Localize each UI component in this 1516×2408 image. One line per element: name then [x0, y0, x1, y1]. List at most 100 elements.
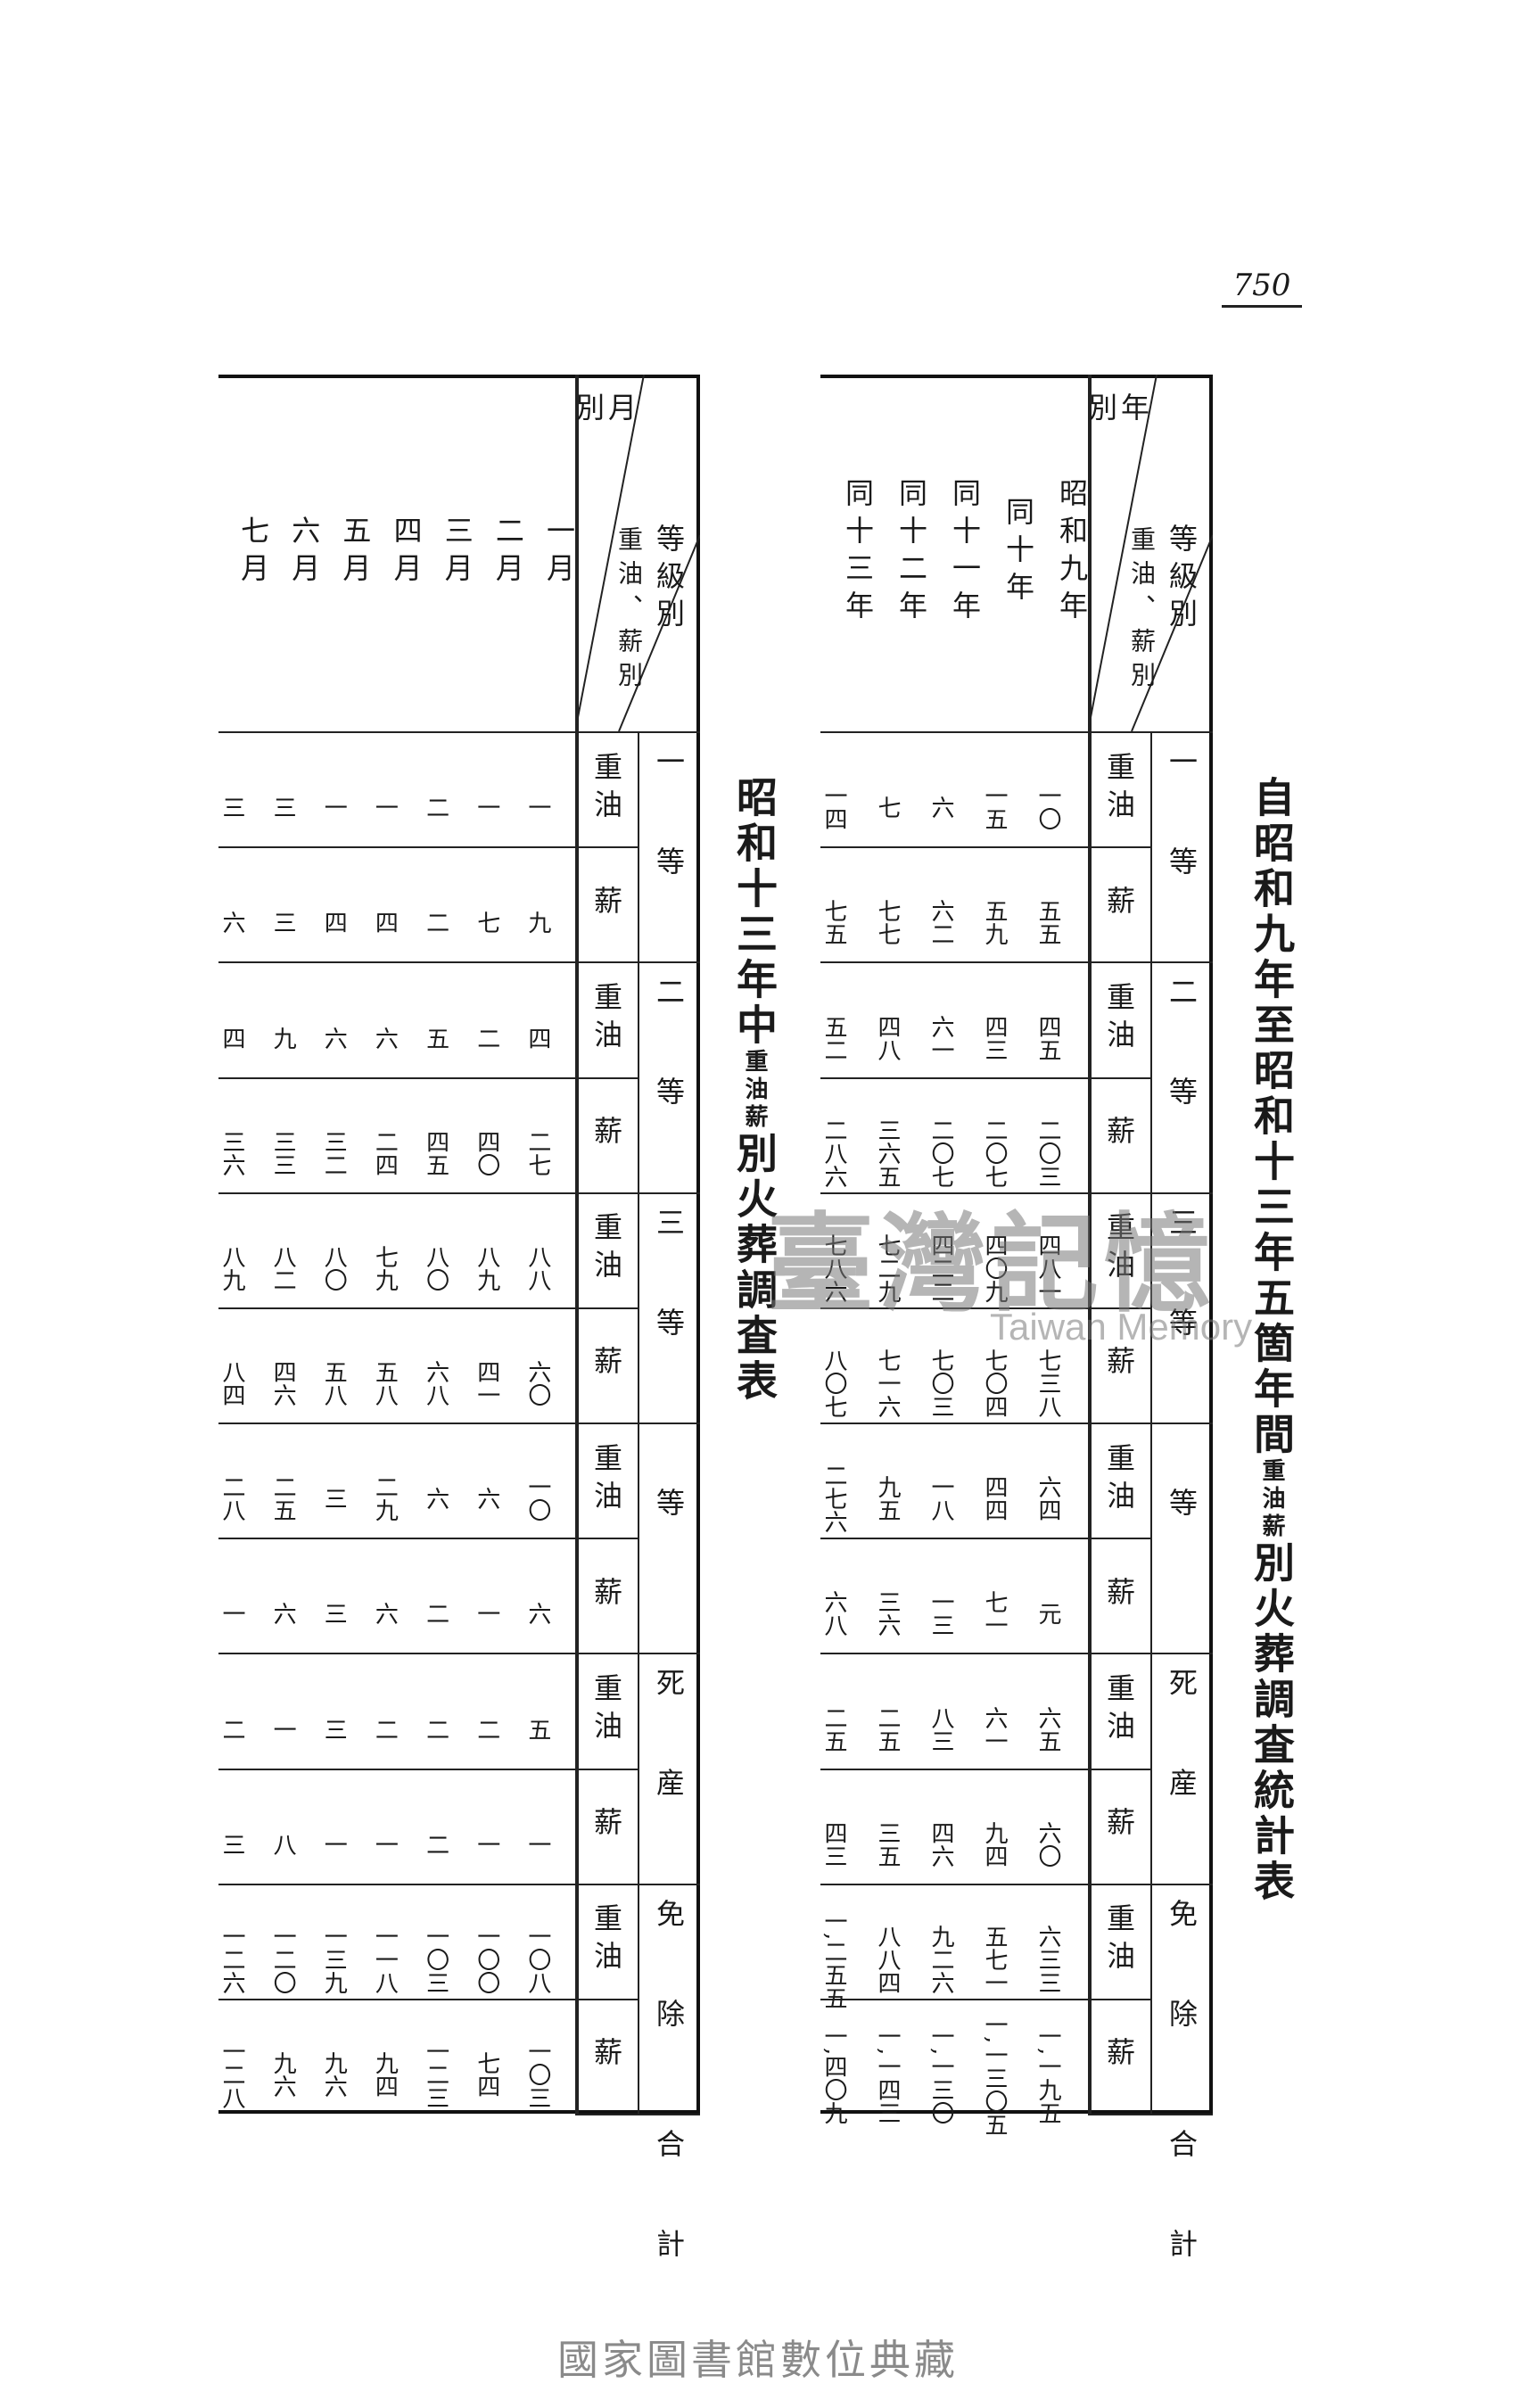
data-cell: 三六	[218, 1129, 245, 1176]
data-cell: 二	[422, 911, 449, 935]
data-cell: 一二六	[218, 1924, 245, 1994]
data-cell: 五八	[320, 1360, 348, 1407]
data-cell: 四二二	[927, 1233, 954, 1303]
row-separator	[218, 1998, 638, 2000]
header-separator	[575, 375, 579, 2114]
data-cell: 二〇七	[927, 1117, 954, 1188]
data-cell: 一	[320, 1832, 348, 1856]
data-cell: 三	[269, 796, 297, 820]
fuel-label-5: 薪	[589, 1346, 623, 1384]
row-separator	[820, 1192, 1150, 1194]
data-cell: 二	[473, 1717, 500, 1741]
data-cell: 四八一	[1034, 1233, 1061, 1303]
data-cell: 九	[269, 1026, 297, 1050]
data-cell: 八〇	[422, 1244, 449, 1291]
fuel-label-2: 重油	[1102, 981, 1136, 1057]
data-cell: 二七六	[820, 1464, 847, 1534]
data-cell: 八二	[269, 1244, 297, 1291]
row-separator	[218, 1423, 638, 1424]
data-cell: 七八六	[820, 1233, 847, 1303]
data-cell: 六三三	[1034, 1924, 1061, 1994]
grade-label-6: 合計	[652, 2129, 686, 2330]
sub-title: 昭和十三年中重油薪別火葬調査表	[730, 776, 779, 1405]
data-cell: 六一	[927, 1014, 954, 1061]
month-label-3: 四月	[389, 515, 424, 590]
data-cell: 一	[218, 1602, 245, 1626]
data-cell: 一	[371, 796, 399, 820]
data-cell: 五八	[371, 1360, 399, 1407]
data-cell: 九六	[269, 2051, 297, 2099]
fuel-label-0: 重油	[1102, 751, 1136, 827]
data-cell: 一	[523, 1832, 551, 1856]
data-cell: 六〇	[523, 1360, 551, 1407]
data-cell: 九四	[371, 2051, 399, 2099]
data-cell: 四	[523, 1026, 551, 1050]
data-cell: 一,一四三	[874, 2024, 901, 2125]
data-cell: 二	[422, 1832, 449, 1856]
data-cell: 三	[320, 1487, 348, 1511]
data-cell: 三	[218, 1832, 245, 1856]
data-cell: 九二六	[927, 1924, 954, 1994]
data-cell: 六	[320, 1026, 348, 1050]
fuel-label-3: 薪	[589, 1116, 623, 1154]
row-separator	[218, 1192, 638, 1194]
fuel-label-5: 薪	[1102, 1346, 1136, 1384]
data-cell: 七	[874, 796, 901, 820]
data-cell: 五二	[820, 1014, 847, 1061]
grade-separator	[1088, 1653, 1213, 1655]
data-cell: 七二九	[874, 1233, 901, 1303]
data-cell: 一	[269, 1717, 297, 1741]
data-cell: 二	[422, 1717, 449, 1741]
data-cell: 四〇九	[981, 1233, 1008, 1303]
data-cell: 九五	[874, 1475, 901, 1522]
monthly-statistics-table: 等級別重油、薪別月別一等二等三等等死産免除合計重油薪重油薪重油薪重油薪重油薪重油…	[218, 375, 700, 2329]
data-cell: 一〇	[1034, 784, 1061, 831]
fuel-label-6: 重油	[589, 1442, 623, 1518]
data-cell: 一	[473, 796, 500, 820]
data-cell: 六	[523, 1602, 551, 1626]
data-cell: 四三	[820, 1820, 847, 1868]
data-cell: 七九	[371, 1244, 399, 1291]
row-separator	[218, 1653, 638, 1655]
row-separator	[820, 1307, 1150, 1309]
data-cell: 二	[371, 1717, 399, 1741]
data-cell: 二八	[218, 1475, 245, 1522]
row-separator	[218, 1883, 638, 1885]
data-cell: 七〇三	[927, 1348, 954, 1419]
data-cell: 一二八	[218, 2040, 245, 2110]
row-separator	[820, 1998, 1150, 2000]
data-cell: 一〇	[523, 1475, 551, 1522]
data-cell: 一	[473, 1832, 500, 1856]
data-cell: 一一八	[371, 1924, 399, 1994]
data-cell: 一	[371, 1832, 399, 1856]
row-separator	[218, 1076, 638, 1079]
data-cell: 六	[218, 911, 245, 935]
data-cell: 二〇三	[1034, 1117, 1061, 1188]
grade-separator	[575, 961, 700, 964]
year-label-1: 同十年	[1001, 497, 1035, 609]
data-cell: 四一	[473, 1360, 500, 1407]
data-cell: 七五	[820, 899, 847, 946]
data-cell: 二四	[371, 1129, 399, 1176]
diagonal-line	[1131, 534, 1213, 731]
header-grade-label: 等級別	[652, 524, 686, 636]
header-diagonal-lines	[575, 375, 700, 731]
data-cell: 七一	[981, 1590, 1008, 1637]
data-cell: 六一	[981, 1705, 1008, 1752]
header-fuel-label: 重油、薪別	[614, 526, 644, 696]
label-separator	[820, 731, 1213, 733]
data-cell: 三	[320, 1717, 348, 1741]
grade-separator	[575, 1883, 700, 1885]
fuel-label-8: 重油	[589, 1672, 623, 1748]
data-cell: 三六	[874, 1590, 901, 1637]
data-cell: 四四	[981, 1475, 1008, 1522]
diagonal-line	[618, 534, 700, 731]
data-cell: 八四	[218, 1360, 245, 1407]
data-cell: 七一六	[874, 1348, 901, 1419]
data-cell: 一〇三	[422, 1924, 449, 1994]
fuel-label-1: 薪	[1102, 885, 1136, 923]
data-cell: 一二三	[422, 2040, 449, 2110]
data-cell: 一,二五五	[820, 1909, 847, 2010]
grade-separator	[1088, 2114, 1213, 2115]
data-cell: 三三	[269, 1129, 297, 1176]
